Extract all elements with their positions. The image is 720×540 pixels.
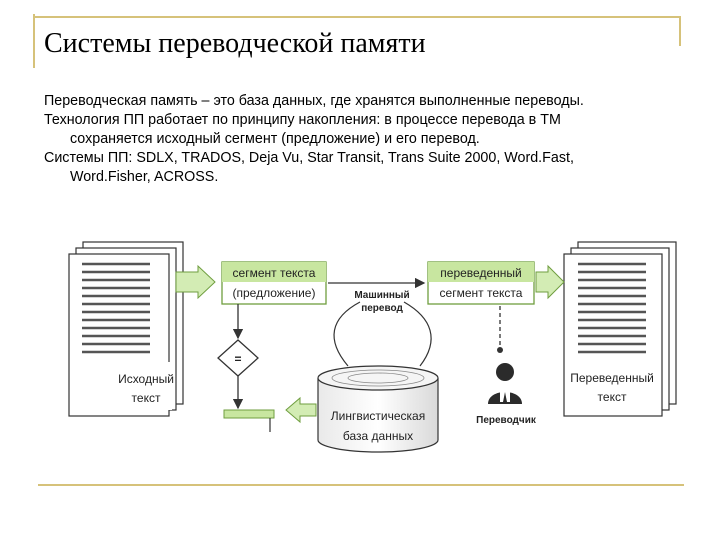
arrow-db-to-storage — [285, 396, 317, 424]
arrow-source-to-segment — [175, 264, 216, 300]
source-doc-label-1: Исходный — [118, 372, 174, 386]
arrow-segment-to-target — [535, 264, 565, 300]
source-segment-label-2: (предложение) — [233, 286, 316, 300]
machine-translation-label-2: перевод — [361, 303, 403, 314]
target-doc-label-1: Переведенный — [570, 371, 654, 385]
source-document-stack: Исходный текст — [68, 241, 184, 417]
curve-db-to-mt — [403, 301, 432, 367]
equals-sign: = — [234, 352, 241, 366]
target-document-stack: Переведенный текст — [563, 241, 677, 417]
slide-title: Системы переводческой памяти — [44, 28, 426, 59]
source-segment-label-1: сегмент текста — [233, 266, 316, 280]
database-label-1: Лингвистическая — [331, 409, 425, 423]
translator-icon — [488, 363, 522, 404]
paragraph-systems-line2: Word.Fisher, ACROSS. — [70, 169, 219, 185]
translated-segment-label-1: переведенный — [440, 266, 521, 280]
bottom-accent-line — [38, 484, 684, 486]
paragraph-systems: Системы ПП: SDLX, TRADOS, Deja Vu, Star … — [44, 149, 684, 187]
paragraph-technology: Технология ПП работает по принципу накоп… — [44, 111, 684, 149]
source-segment-box: сегмент текста (предложение) — [221, 261, 327, 305]
frame-right-accent — [679, 16, 681, 46]
curve-mt-to-db — [333, 301, 361, 367]
paragraph-definition: Переводческая память – это база данных, … — [44, 92, 684, 111]
paragraph-systems-line1: Системы ПП: SDLX, TRADOS, Deja Vu, Star … — [44, 150, 574, 166]
paragraph-technology-line2: сохраняется исходный сегмент (предложени… — [70, 131, 480, 147]
translator-label: Переводчик — [476, 415, 537, 426]
target-doc-label-2: текст — [598, 390, 627, 404]
translated-segment-box: переведенный сегмент текста — [427, 261, 535, 305]
frame-left-accent — [33, 14, 35, 68]
paragraph-technology-line1: Технология ПП работает по принципу накоп… — [44, 112, 561, 128]
translated-segment-label-2: сегмент текста — [440, 286, 523, 300]
machine-translation-label-1: Машинный — [354, 290, 409, 301]
paragraph-definition-text: Переводческая память – это база данных, … — [44, 93, 584, 109]
database-label-2: база данных — [343, 429, 413, 443]
source-doc-label-2: текст — [132, 391, 161, 405]
compare-diamond: = — [217, 339, 259, 377]
database-cylinder: Лингвистическая база данных — [317, 365, 439, 453]
translator-link-dot — [497, 347, 503, 353]
frame-top-accent — [33, 16, 681, 18]
slide-body: Переводческая память – это база данных, … — [44, 92, 684, 187]
storage-bar — [223, 409, 275, 419]
